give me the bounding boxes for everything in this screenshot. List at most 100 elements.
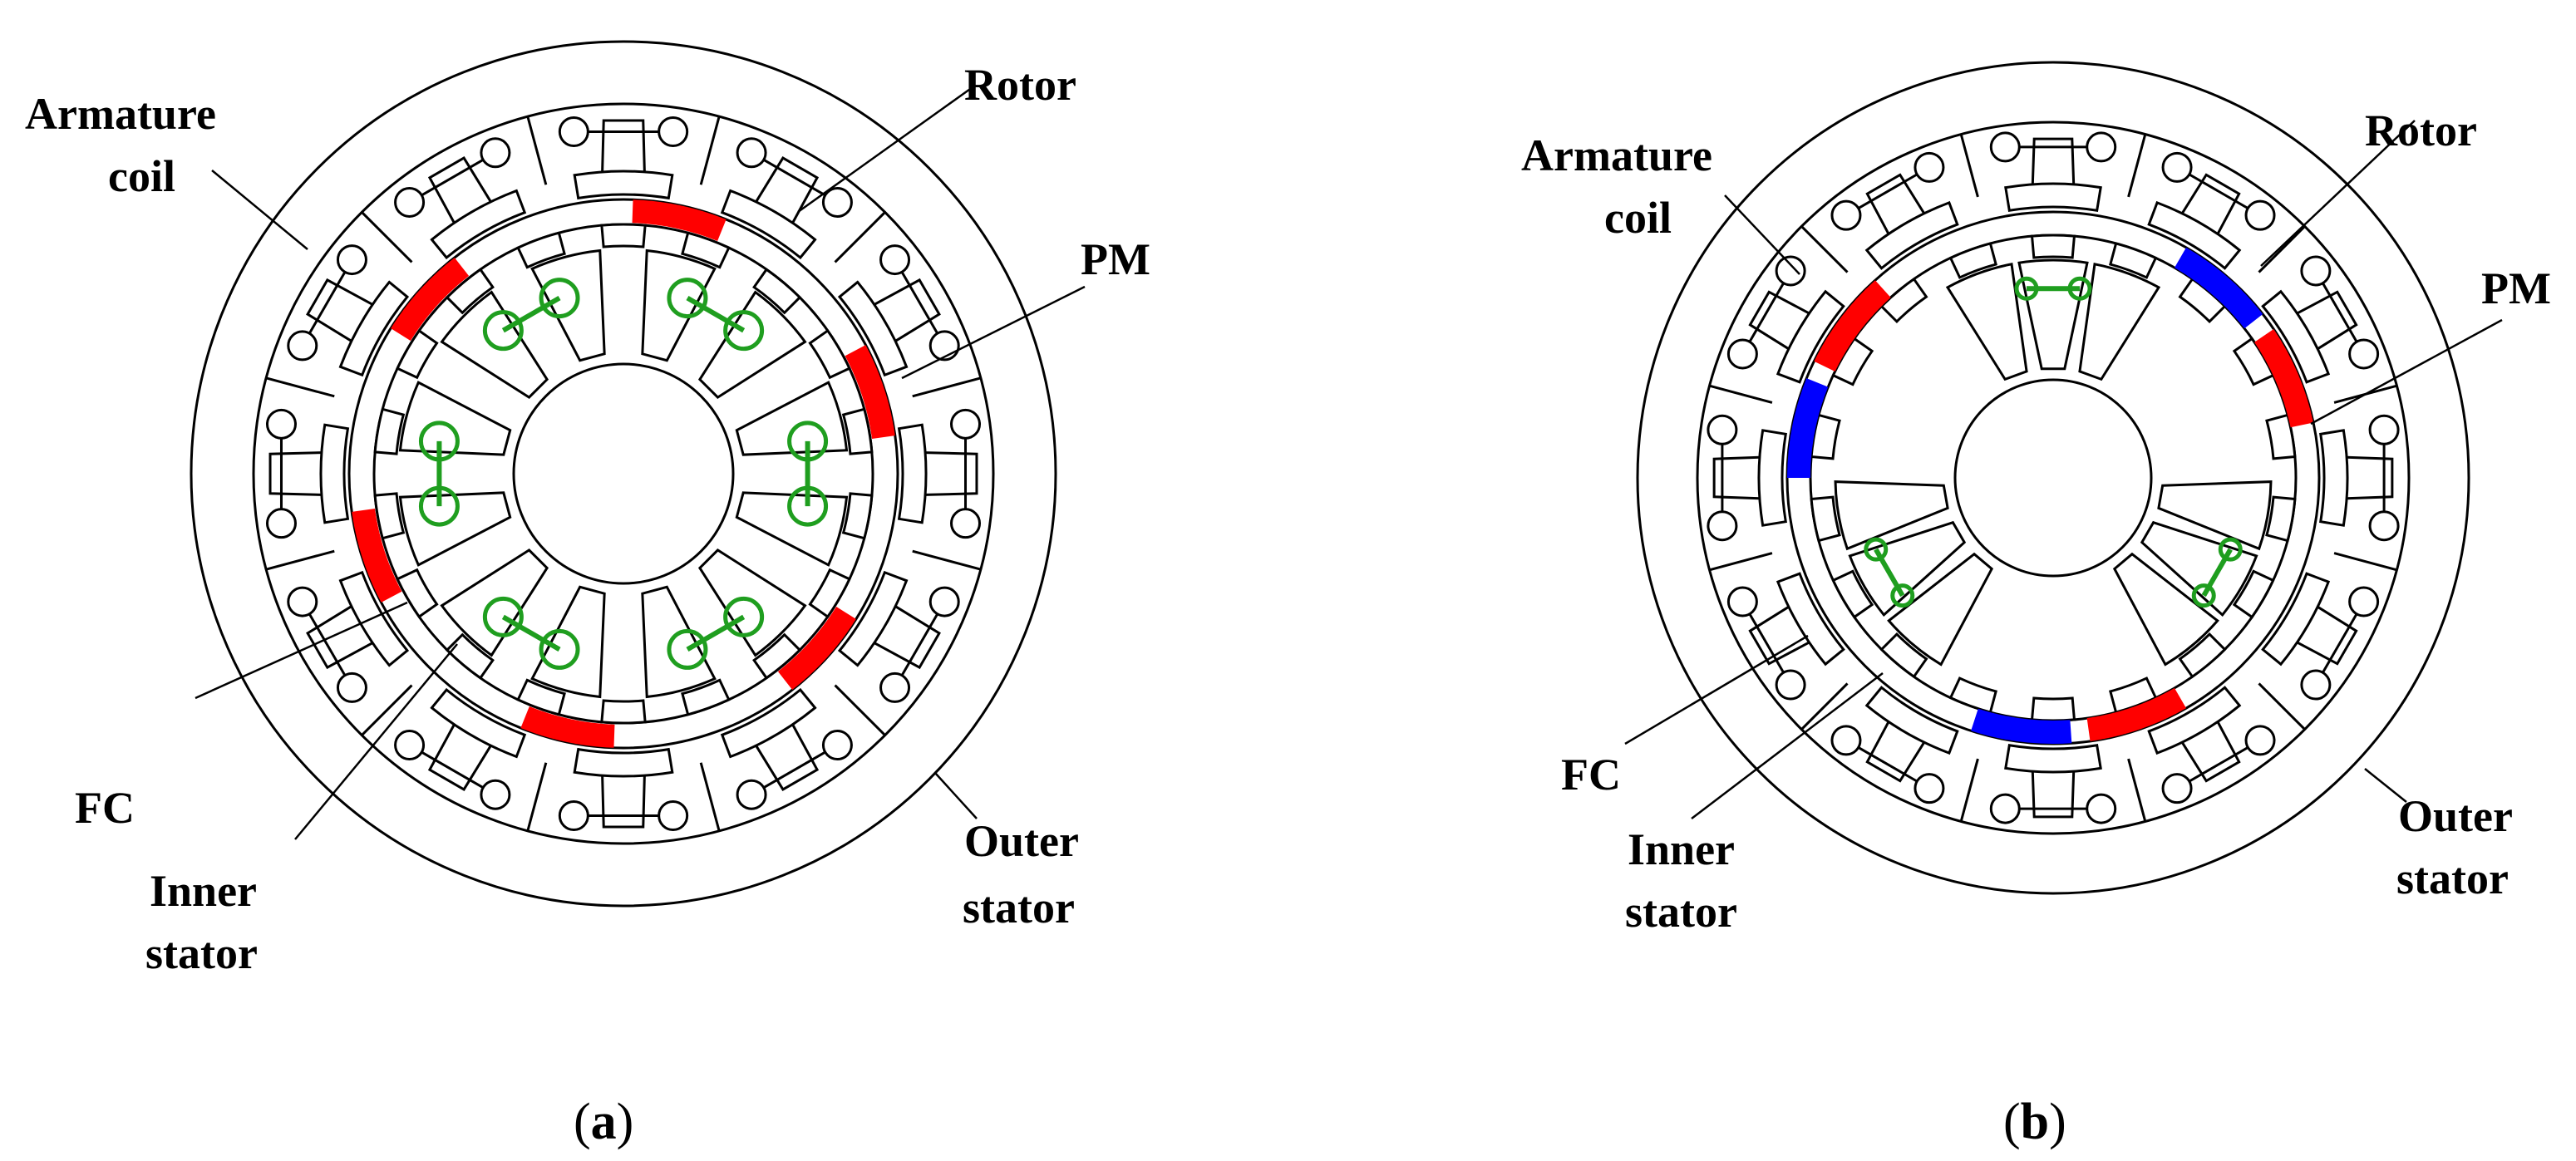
stator-tooth-body <box>2296 605 2358 666</box>
fc-terminal <box>1864 537 1889 562</box>
coil-terminal <box>2161 151 2193 183</box>
coil-terminal <box>950 408 982 440</box>
coil-terminal <box>1989 793 2021 824</box>
leader-pm-a <box>901 285 1086 380</box>
inner-tooth <box>2017 258 2089 371</box>
slot-divider <box>526 762 548 832</box>
inner-tooth <box>398 491 512 567</box>
label-pm-b: PM <box>2481 263 2551 313</box>
slot-divider <box>1959 133 1979 198</box>
stator-tooth-body <box>2347 455 2394 500</box>
slot-divider <box>2258 682 2307 731</box>
label-outer-line2-a: stator <box>963 883 1075 932</box>
rotor-segment <box>516 231 566 269</box>
rotor-segment <box>516 678 566 716</box>
coil-terminal <box>1707 510 1738 542</box>
coil-terminal <box>736 137 767 169</box>
coil-terminal <box>2348 338 2380 370</box>
stator-tooth-shoe <box>2261 572 2331 667</box>
label-pm-a: PM <box>1081 234 1150 284</box>
label-armature-line2-b: coil <box>1604 193 1672 243</box>
rotor-segment <box>600 699 647 725</box>
label-rotor-a: Rotor <box>964 60 1076 110</box>
coil-terminal <box>2086 793 2117 824</box>
coil-terminal <box>2300 669 2332 701</box>
rotor-segment <box>1879 632 1928 679</box>
stator-tooth-body <box>427 724 492 791</box>
stator-tooth-body <box>925 451 978 496</box>
fc-terminal <box>539 278 580 319</box>
rotor-segment <box>1831 569 1874 619</box>
slot-divider <box>912 549 982 571</box>
slot-divider <box>699 116 721 185</box>
coil-connector <box>1845 166 1930 217</box>
rotor-segment <box>373 407 406 455</box>
inner-stator-bore-b <box>1953 378 2153 578</box>
inner-tooth <box>398 381 512 456</box>
coil-terminal <box>821 730 853 761</box>
stator-tooth-shoe <box>573 170 674 200</box>
rotor-segment <box>841 492 874 540</box>
inner-tooth <box>1848 520 1967 617</box>
inner-tooth <box>641 585 717 699</box>
slot-divider <box>265 549 335 571</box>
inner-stator-teeth-a <box>398 248 849 699</box>
stator-tooth-body <box>268 451 322 496</box>
stator-tooth-shoe <box>837 570 909 667</box>
rotor-segment <box>1831 337 1874 386</box>
slot-divider <box>1959 758 1979 823</box>
coil-terminal <box>2300 255 2332 287</box>
slot-divider <box>2127 758 2147 823</box>
caption-a: (a) <box>574 1094 633 1150</box>
stator-tooth-shoe <box>430 189 527 260</box>
fc-terminal <box>482 310 524 352</box>
fc-terminal <box>787 421 829 462</box>
stator-tooth-shoe <box>1757 429 1788 527</box>
slot-divider <box>265 376 335 398</box>
inner-stator-teeth-b <box>1834 258 2273 667</box>
fc-connector <box>501 614 561 652</box>
leader-pm-b <box>2310 318 2503 426</box>
leader-armature-a <box>211 170 308 250</box>
label-outer-line1-b: Outer <box>2398 791 2513 841</box>
stator-tooth-shoe <box>2318 429 2349 527</box>
fc-terminal <box>667 278 708 319</box>
rotor-segment <box>1948 676 1997 714</box>
coil-connector <box>1845 739 1930 790</box>
rotor-outer-a <box>347 198 899 750</box>
rotor-segment <box>445 268 495 315</box>
leader-inner-b <box>1691 672 1884 819</box>
leader-rotor-b <box>2260 120 2416 267</box>
stator-tooth-body <box>2031 137 2076 184</box>
coil-terminal <box>1914 151 1945 183</box>
label-armature-line2-a: coil <box>108 151 175 201</box>
coil-terminal <box>2161 773 2193 804</box>
stator-tooth-shoe <box>2004 743 2102 774</box>
stator-tooth-shoe <box>720 189 817 260</box>
stator-tooth-shoe <box>2147 200 2242 270</box>
rotor-segments-a <box>373 223 874 725</box>
coil-terminal <box>1726 338 1758 370</box>
pm-segment <box>2254 329 2314 428</box>
field-coils-a <box>418 278 829 670</box>
rotor-segment <box>841 407 874 455</box>
coil-terminal <box>480 137 511 169</box>
slot-divider <box>699 762 721 832</box>
fc-terminal <box>723 596 765 637</box>
outer-stator-inner-rim-b <box>1696 121 2411 835</box>
stator-tooth-body <box>1712 455 1760 500</box>
pm-segment <box>2175 247 2263 329</box>
coil-terminal <box>736 779 767 810</box>
stator-tooth-shoe <box>897 423 928 524</box>
coil-connector <box>301 601 353 689</box>
coil-terminal <box>1726 586 1758 617</box>
fc-terminal <box>667 628 708 670</box>
rotor-segment <box>1879 277 1928 324</box>
coil-terminal <box>558 800 589 832</box>
leader-armature-b <box>1724 194 1800 275</box>
coil-terminal <box>658 116 689 147</box>
coil-terminal <box>1775 255 1806 287</box>
outer-stator-inner-rim-a <box>252 102 995 845</box>
coil-terminal <box>1830 725 1862 756</box>
label-fc-b: FC <box>1561 750 1621 799</box>
